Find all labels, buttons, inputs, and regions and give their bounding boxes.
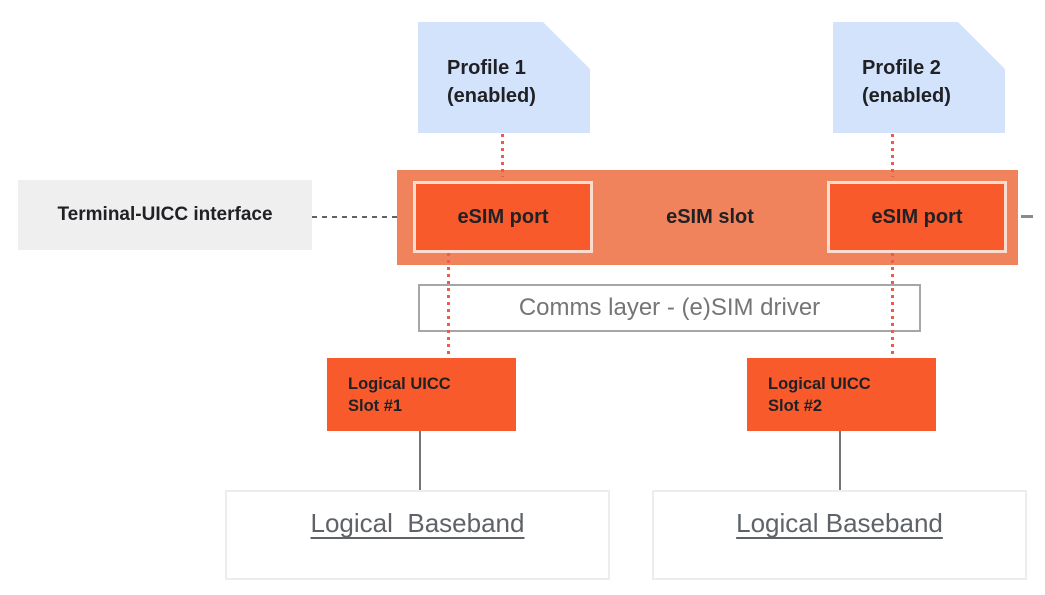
port2-to-uicc-slot2-dotted-line: [891, 253, 894, 358]
profile-2-card: Profile 2 (enabled): [833, 22, 1005, 133]
profile-2-status: (enabled): [862, 84, 951, 107]
terminal-uicc-interface-label: Terminal-UICC interface: [18, 180, 312, 250]
logical-baseband-1-box: Logical Baseband: [225, 490, 610, 580]
port1-to-uicc-slot1-dotted-line: [447, 253, 450, 358]
slot-right-dashed-stub: [1021, 215, 1033, 218]
esim-slot-label: eSIM slot: [666, 205, 754, 228]
profile-1-title: Profile 1: [447, 56, 526, 79]
logical-baseband-2-label: Logical Baseband: [736, 508, 943, 538]
profile1-to-port-dotted-line: [501, 134, 504, 177]
esim-port-right-label: eSIM port: [871, 205, 963, 228]
logical-uicc-slot-2: Logical UICC Slot #2: [747, 358, 936, 431]
esim-port-left: eSIM port: [413, 181, 593, 253]
logical-baseband-2-box: Logical Baseband: [652, 490, 1027, 580]
logical-baseband-1-label: Logical Baseband: [310, 508, 525, 538]
terminal-to-slot-dashed-line: [312, 216, 397, 218]
profile-2-title: Profile 2: [862, 56, 941, 79]
profile2-to-port-dotted-line: [891, 134, 894, 177]
uicc2-to-baseband2-line: [839, 431, 841, 490]
esim-port-left-label: eSIM port: [457, 205, 549, 228]
profile-1-status: (enabled): [447, 84, 536, 107]
comms-layer-box: Comms layer - (e)SIM driver: [418, 284, 921, 332]
profile-1-card: Profile 1 (enabled): [418, 22, 590, 133]
logical-uicc-slot-1: Logical UICC Slot #1: [327, 358, 516, 431]
comms-layer-label: Comms layer - (e)SIM driver: [518, 294, 821, 321]
terminal-uicc-interface-text: Terminal-UICC interface: [57, 204, 273, 225]
esim-port-right: eSIM port: [827, 181, 1007, 253]
uicc1-to-baseband1-line: [419, 431, 421, 490]
